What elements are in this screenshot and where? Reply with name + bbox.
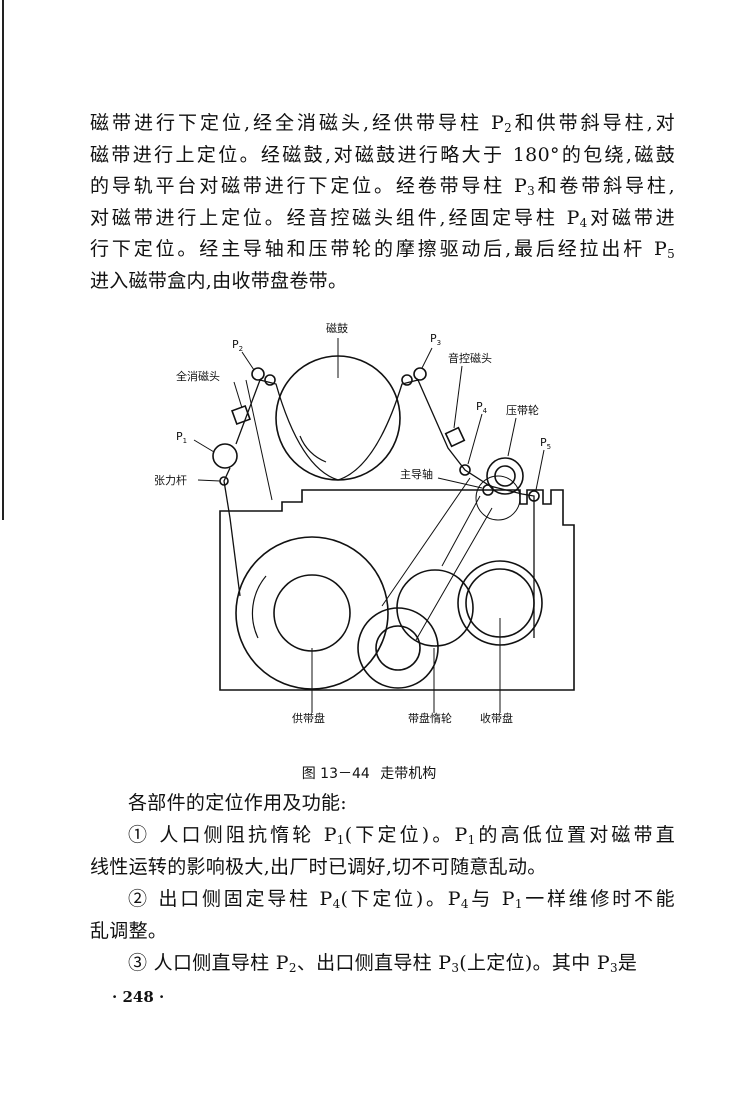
text-run: 对磁带进 [587,206,675,229]
subscript: 1 [336,833,345,847]
label-p1: P1 [176,430,187,445]
page-binding-edge [2,0,4,520]
text-run: 与 P [468,888,515,910]
drum-arrow [299,435,327,463]
text-line: 进入磁带盒内,由收带盘卷带。 [90,266,675,298]
subscript: 1 [514,897,523,911]
label-p3: P3 [430,332,441,347]
label-erase-head: 全消磁头 [176,369,220,383]
text-run: 和供带斜导柱,对 [512,112,675,134]
supply-reel-arrow [251,575,267,639]
p1-guide [212,443,238,469]
item-2-paragraph: ② 出口侧固定导柱 P4(下定位)。P4与 P1一样维修时不能乱调整。 [90,884,675,947]
subscript: 4 [460,897,469,911]
text-run: 的导轨平台对磁带进行下定位。经卷带导柱 P [90,175,528,197]
p5-leader [535,449,545,491]
subscript: 1 [467,833,476,847]
tape-path [223,379,535,638]
figure-caption: 图 13－44 走带机构 [0,763,738,783]
text-run: (下定位)。P [340,888,461,910]
text-run: (下定位)。P [344,824,468,846]
label-audio-head: 音控磁头 [448,351,492,365]
text-run: 是 [617,952,638,974]
label-takeup-reel: 收带盘 [480,711,513,725]
subscript: 2 [288,961,297,975]
label-p4: P4 [476,400,488,415]
subscript: 3 [527,184,536,198]
text-run: 行下定位。经主导轴和压带轮的摩擦驱动后,最后经拉出杆 P [90,238,668,260]
caption-number: 图 13－44 [301,766,370,782]
text-run: ③ 人口侧直导柱 P [128,952,289,974]
p2-slant-guide [264,374,276,386]
item-3-paragraph: ③ 人口侧直导柱 P2、出口侧直导柱 P3(上定位)。其中 P3是 [90,948,675,980]
subscript: 2 [504,121,512,135]
text-line: 对磁带进行上定位。经音控磁头组件,经固定导柱 P4对磁带进 [90,203,675,235]
reel-idler-lower [357,607,439,689]
p3-guide [413,367,427,381]
text-line: 乱调整。 [90,916,675,948]
text-run: 、出口侧直导柱 P [296,952,452,974]
label-drum: 磁鼓 [326,321,348,335]
text-line: 磁带进行上定位。经磁鼓,对磁鼓进行略大于 180°的包绕,磁鼓 [90,140,675,172]
subscript: 3 [451,961,460,975]
intro-paragraph: 磁带进行下定位,经全消磁头,经供带导柱 P2和供带斜导柱,对磁带进行上定位。经磁… [90,108,675,297]
text-line: 线性运转的影响极大,出厂时已调好,切不可随意乱动。 [90,852,675,884]
text-line: ③ 人口侧直导柱 P2、出口侧直导柱 P3(上定位)。其中 P3是 [90,948,675,980]
tape-transport-diagram: 磁鼓 P2 P3 全消磁头 音控磁头 P1 P4 压带轮 P5 张力杆 主导轴 … [154,321,575,725]
p2-guide [251,367,265,381]
idler-belt [381,477,493,641]
text-line: 行下定位。经主导轴和压带轮的摩擦驱动后,最后经拉出杆 P5 [90,234,675,266]
text-run: ② 出口侧固定导柱 P [128,888,333,910]
erase-leader [233,381,243,409]
label-p5: P5 [540,436,551,451]
capstan-leader [437,477,483,489]
text-run: (上定位)。其中 P [459,952,610,974]
text-run: 一样维修时不能 [522,888,675,910]
text-line: ① 人口侧阻抗惰轮 P1(下定位)。P1的高低位置对磁带直 [90,820,675,852]
audio-head [444,426,466,448]
pinch-leader [507,417,517,457]
subscript: 5 [667,247,675,261]
text-line: ② 出口侧固定导柱 P4(下定位)。P4与 P1一样维修时不能 [90,884,675,916]
p3-slant-guide [401,374,413,386]
p4-leader [467,413,483,465]
p1-leader [193,439,215,453]
label-capstan: 主导轴 [400,467,433,481]
text-line: 的导轨平台对磁带进行下定位。经卷带导柱 P3和卷带斜导柱, [90,171,675,203]
p4-guide [459,464,471,476]
label-p2: P2 [232,338,243,353]
text-run: 乱调整。 [90,919,168,942]
chassis-outline [219,489,575,691]
p3-leader [421,347,433,369]
text-run: 线性运转的影响极大,出厂时已调好,切不可随意乱动。 [90,855,547,878]
subscript: 3 [609,961,618,975]
audio-leader [453,365,463,429]
capstan-flywheel [475,475,521,521]
text-run: ① 人口侧阻抗惰轮 P [128,824,337,846]
pinch-roller-outer [486,457,524,495]
tape-inner [245,379,273,501]
text-run: 对磁带进行上定位。经音控磁头组件,经固定导柱 P [90,206,580,229]
tension-leader [197,479,221,482]
label-pinch-roller: 压带轮 [506,403,539,417]
subscript: 4 [579,215,588,230]
page-number: · 248 · [112,988,165,1006]
item-1-paragraph: ① 人口侧阻抗惰轮 P1(下定位)。P1的高低位置对磁带直线性运转的影响极大,出… [90,820,675,883]
text-run: 和卷带斜导柱, [535,175,676,197]
label-tension-arm: 张力杆 [154,473,187,487]
caption-title: 走带机构 [380,766,437,782]
text-line: 磁带进行下定位,经全消磁头,经供带导柱 P2和供带斜导柱,对 [90,108,675,140]
reel-idler-inner [375,625,421,671]
p2-leader [241,351,255,371]
supply-reel-hub [273,574,351,652]
text-run: 进入磁带盒内,由收带盘卷带。 [90,269,348,292]
text-run: 磁带进行上定位。经磁鼓,对磁鼓进行略大于 180°的包绕,磁鼓 [90,143,675,166]
belt-inner [441,495,481,567]
text-run: 的高低位置对磁带直 [475,824,675,846]
lead-sentence: 各部件的定位作用及功能: [128,792,348,814]
text-run: 磁带进行下定位,经全消磁头,经供带导柱 P [90,112,505,134]
label-supply-reel: 供带盘 [292,711,325,725]
subscript: 4 [332,897,341,911]
label-reel-idler: 带盘惰轮 [408,711,452,725]
